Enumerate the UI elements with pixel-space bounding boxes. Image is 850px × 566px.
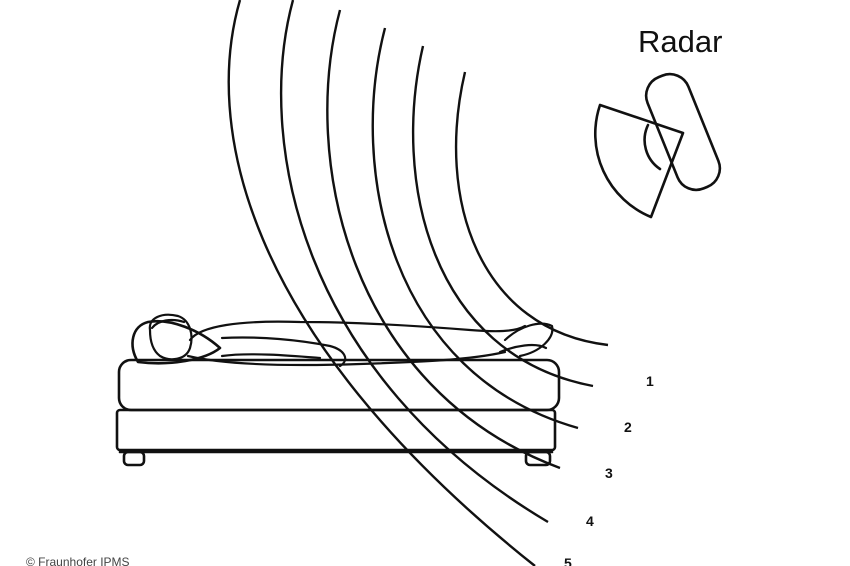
radar-wave-5 <box>227 0 536 566</box>
radar-wave-1b <box>412 45 594 388</box>
radar-wave-4 <box>279 0 549 524</box>
radar-wave-1a <box>454 71 609 347</box>
ring-label-4: 4 <box>586 513 594 529</box>
ring-label-3: 3 <box>605 465 613 481</box>
pillow <box>131 319 222 365</box>
ring-label-2: 2 <box>624 419 632 435</box>
sleeping-person-icon <box>148 313 554 368</box>
radar-wave-3 <box>326 9 561 470</box>
bed-icon <box>115 358 561 467</box>
radar-waves <box>227 0 609 566</box>
credit-text: © Fraunhofer IPMS <box>26 555 130 566</box>
radar-wave-2 <box>371 27 579 430</box>
ring-label-5: 5 <box>564 555 572 566</box>
radar-sensor-icon <box>593 72 722 219</box>
ring-label-1: 1 <box>646 373 654 389</box>
radar-label: Radar <box>638 24 722 59</box>
ring-labels: 1 2 3 4 5 <box>564 373 654 566</box>
